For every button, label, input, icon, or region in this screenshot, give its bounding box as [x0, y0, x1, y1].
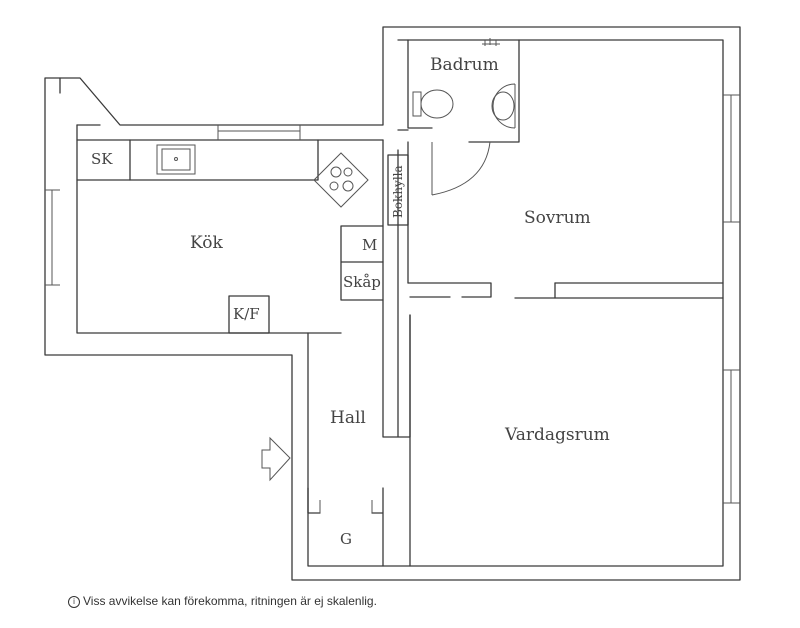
- fixture-label-m: M: [362, 236, 377, 254]
- fixture-label-skap: Skåp: [343, 273, 381, 291]
- stove-icon: [313, 152, 369, 208]
- entrance-arrow-icon: [261, 436, 291, 482]
- sink-icon: [491, 83, 516, 129]
- shower-icon: [482, 38, 500, 46]
- toilet-icon: [412, 89, 454, 119]
- disclaimer-text: Viss avvikelse kan förekomma, ritningen …: [83, 594, 377, 608]
- room-label-sovrum: Sovrum: [524, 208, 591, 228]
- room-label-vardagsrum: Vardagsrum: [504, 425, 610, 445]
- room-label-kok: Kök: [190, 233, 223, 253]
- fixture-label-sk: SK: [91, 150, 113, 168]
- room-label-badrum: Badrum: [430, 55, 499, 75]
- floor-plan: Badrum Sovrum Kök Hall Vardagsrum SK M S…: [44, 26, 741, 581]
- fixture-label-g: G: [340, 530, 352, 548]
- doors: [261, 141, 491, 513]
- room-label-hall: Hall: [330, 408, 366, 428]
- bathroom-fixtures: [412, 38, 516, 129]
- windows: [45, 94, 740, 504]
- kitchen-sink-icon: [156, 144, 196, 175]
- bookshelf-outline: [387, 154, 409, 226]
- interior-walls: [76, 39, 724, 567]
- fixture-label-kf: K/F: [233, 305, 260, 323]
- outer-walls: [44, 26, 741, 581]
- info-circle-icon: i: [68, 596, 80, 608]
- fixture-label-bokhylla: Bokhylla: [391, 165, 405, 218]
